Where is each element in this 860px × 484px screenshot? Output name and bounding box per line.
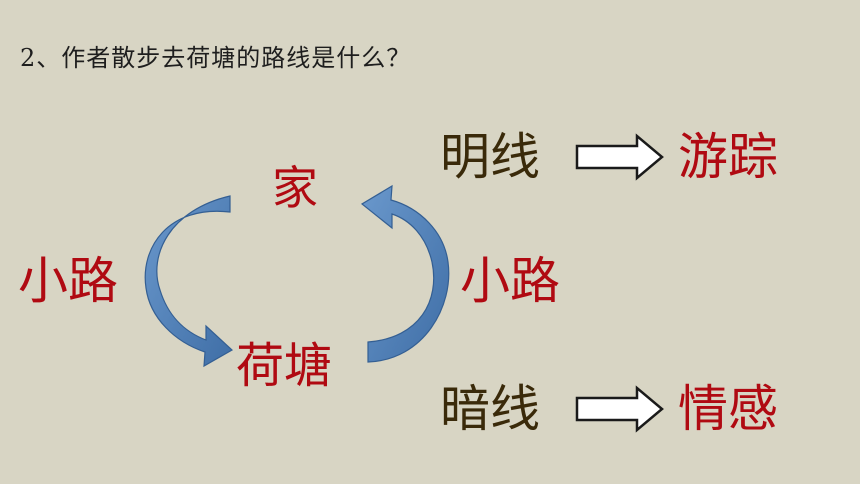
arrow-right-icon: [575, 133, 664, 181]
node-home: 家: [272, 161, 318, 215]
implicit-line-value: 情感: [678, 380, 778, 438]
label-path-right: 小路: [460, 252, 560, 310]
curved-arrow-left-icon: [144, 195, 234, 368]
implicit-line-label: 暗线: [440, 380, 540, 438]
curved-arrow-right-icon: [360, 184, 450, 363]
explicit-line-value: 游踪: [678, 128, 778, 186]
node-lotus-pond: 荷塘: [236, 338, 333, 394]
explicit-line-label: 明线: [440, 128, 540, 186]
label-path-left: 小路: [18, 252, 118, 310]
question-title: 2、作者散步去荷塘的路线是什么？: [20, 44, 412, 72]
arrow-right-icon: [575, 385, 664, 433]
